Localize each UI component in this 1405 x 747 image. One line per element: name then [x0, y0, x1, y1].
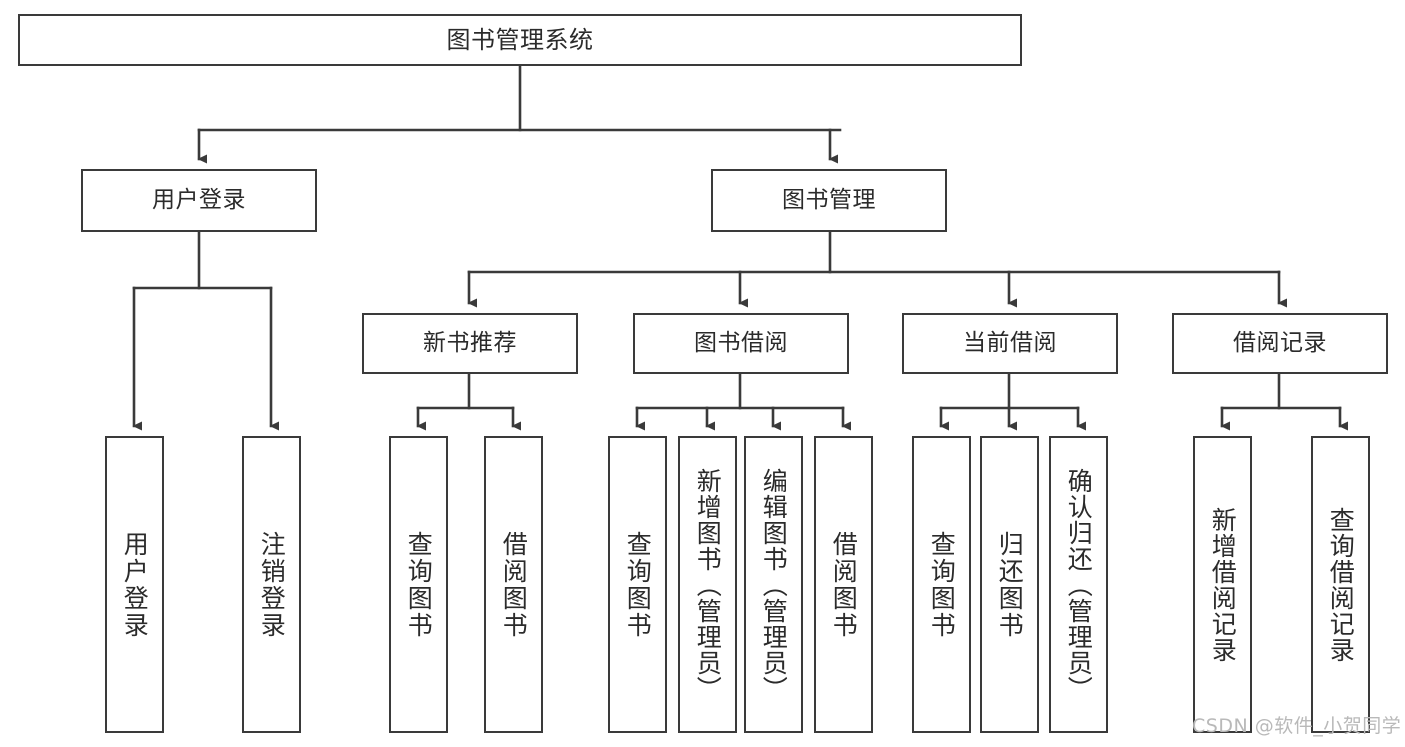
node-new-book-recommend[interactable]: 新书推荐	[362, 313, 578, 374]
node-label: 新增图书（管理员）	[693, 467, 723, 702]
node-label: 借阅图书	[829, 530, 859, 639]
node-label: 确认归还（管理员）	[1064, 467, 1094, 702]
node-borrow-record[interactable]: 借阅记录	[1172, 313, 1388, 374]
node-current-borrow[interactable]: 当前借阅	[902, 313, 1118, 374]
node-label: 查询图书	[927, 530, 957, 639]
leaf-borrow-book-2[interactable]: 借阅图书	[814, 436, 873, 733]
leaf-return-book[interactable]: 归还图书	[980, 436, 1039, 733]
leaf-add-borrow-record[interactable]: 新增借阅记录	[1193, 436, 1252, 733]
node-label: 当前借阅	[963, 329, 1057, 356]
node-label: 查询借阅记录	[1326, 506, 1356, 663]
leaf-query-book-3[interactable]: 查询图书	[912, 436, 971, 733]
node-label: 查询图书	[623, 530, 653, 639]
csdn-watermark: CSDN @软件_小贺同学	[1192, 715, 1402, 737]
node-label: 用户登录	[120, 530, 150, 639]
node-label: 借阅图书	[499, 530, 529, 639]
node-label: 图书借阅	[694, 329, 788, 356]
node-book-borrow[interactable]: 图书借阅	[633, 313, 849, 374]
node-label: 编辑图书（管理员）	[759, 467, 789, 702]
leaf-query-book-2[interactable]: 查询图书	[608, 436, 667, 733]
leaf-user-login[interactable]: 用户登录	[105, 436, 164, 733]
leaf-edit-book-admin[interactable]: 编辑图书（管理员）	[744, 436, 803, 733]
leaf-confirm-return-admin[interactable]: 确认归还（管理员）	[1049, 436, 1108, 733]
node-label: 图书管理	[782, 186, 876, 213]
node-label: 注销登录	[257, 530, 287, 639]
leaf-add-book-admin[interactable]: 新增图书（管理员）	[678, 436, 737, 733]
leaf-query-book-1[interactable]: 查询图书	[389, 436, 448, 733]
node-root-book-management-system[interactable]: 图书管理系统	[18, 14, 1022, 66]
node-book-management[interactable]: 图书管理	[711, 169, 947, 232]
leaf-borrow-book-1[interactable]: 借阅图书	[484, 436, 543, 733]
node-label: 查询图书	[404, 530, 434, 639]
node-label: 新增借阅记录	[1208, 506, 1238, 663]
node-label: 新书推荐	[423, 329, 517, 356]
node-label: 借阅记录	[1233, 329, 1327, 356]
node-label: 用户登录	[152, 186, 246, 213]
leaf-logout-login[interactable]: 注销登录	[242, 436, 301, 733]
node-user-login[interactable]: 用户登录	[81, 169, 317, 232]
leaf-query-borrow-record[interactable]: 查询借阅记录	[1311, 436, 1370, 733]
node-label: 图书管理系统	[446, 25, 594, 54]
node-label: 归还图书	[995, 530, 1025, 639]
